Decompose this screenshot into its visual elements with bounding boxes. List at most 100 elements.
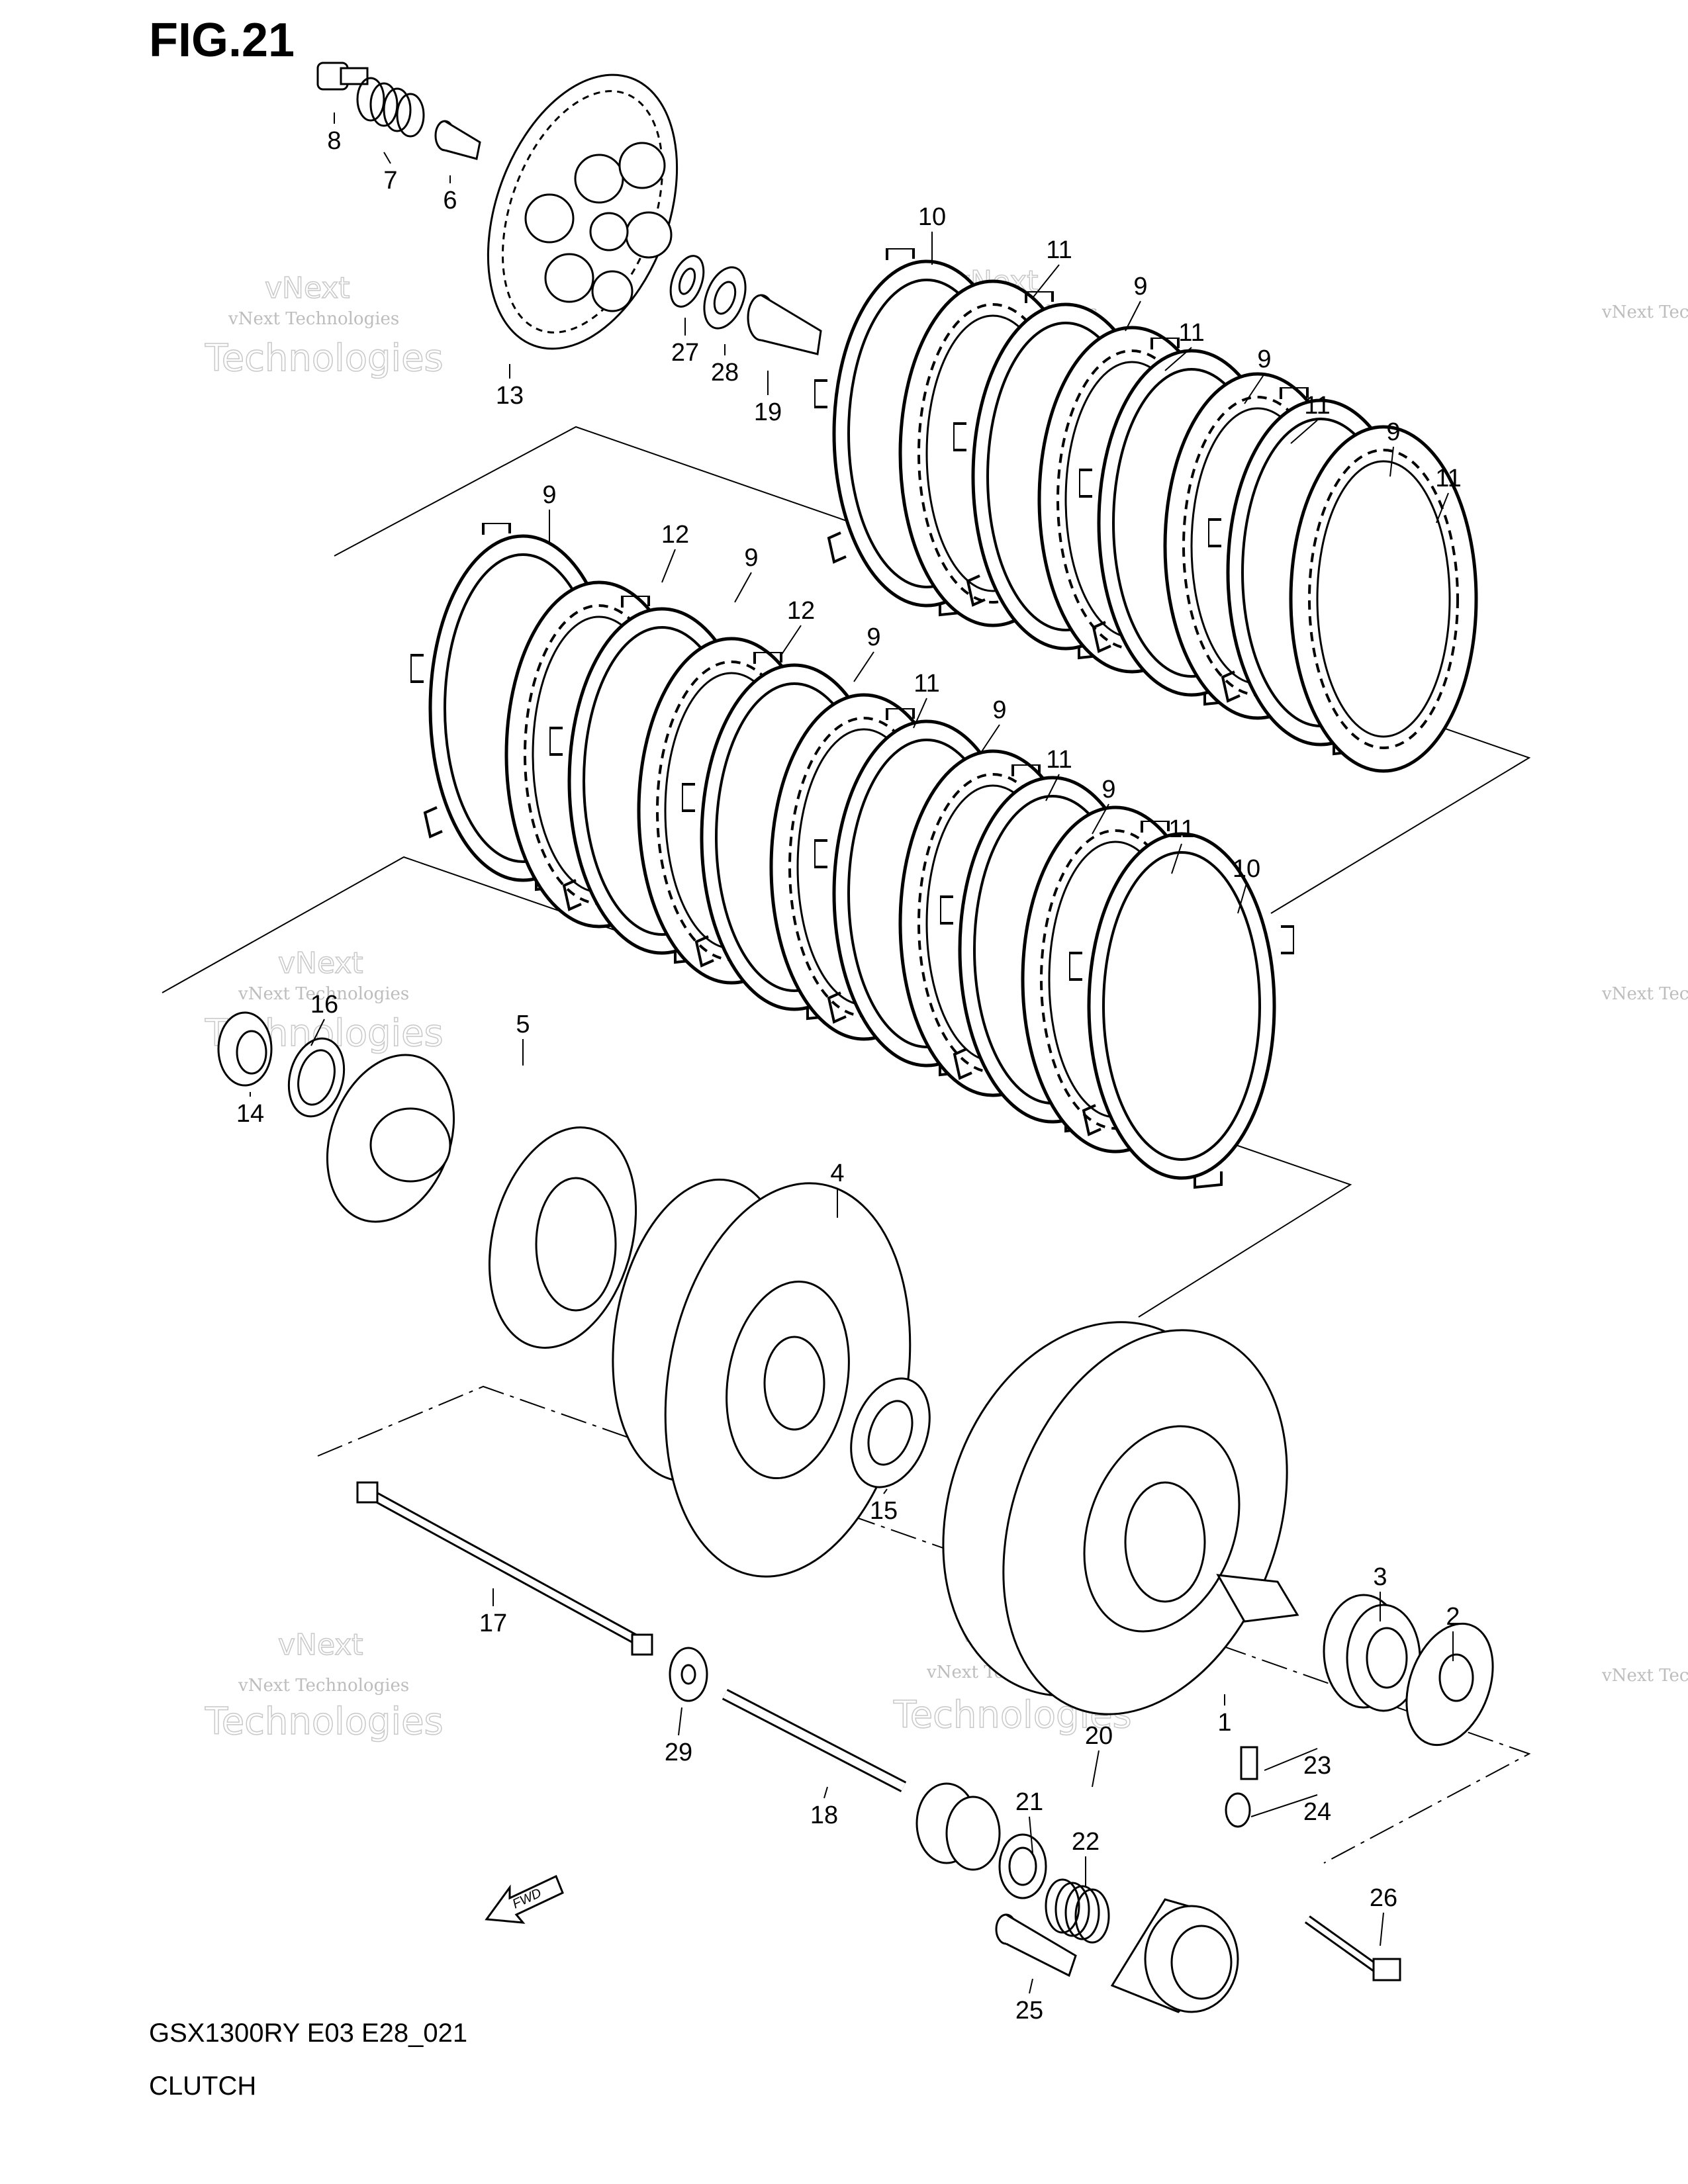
leader-line-21 <box>1029 1816 1033 1854</box>
callout-4: 4 <box>830 1160 844 1187</box>
cap-29 <box>669 1647 708 1702</box>
watermark-1: vNext Technologies Technologies vNext <box>204 271 444 381</box>
leader-line-9 <box>979 724 1000 755</box>
watermark-5: vNext Technologies Technologies vNext <box>204 1627 444 1744</box>
callout-11: 11 <box>914 670 939 698</box>
washer-15 <box>850 1377 931 1488</box>
leader-line-11 <box>1171 843 1182 874</box>
callout-1: 1 <box>1217 1709 1231 1737</box>
callout-11: 11 <box>1046 236 1072 264</box>
callout-22: 22 <box>1072 1828 1100 1856</box>
watermark-edge-right: vNext Technologies vNext Technologies vN… <box>1601 302 1688 1686</box>
cam-hub-5b <box>488 1126 637 1349</box>
svg-text:vNext Technologies: vNext Technologies <box>1601 1666 1688 1686</box>
pressure-plate <box>487 73 679 350</box>
figure-title: FIG.21 <box>149 14 295 67</box>
callout-3: 3 <box>1373 1563 1387 1591</box>
callout-16: 16 <box>310 991 338 1019</box>
svg-text:vNext Technologies: vNext Technologies <box>238 984 409 1004</box>
leader-line-11 <box>1436 492 1449 523</box>
leader-line-16 <box>310 1019 325 1046</box>
needle-bearing-3 <box>1323 1594 1421 1712</box>
leader-line-11 <box>1290 420 1318 444</box>
clutch-hub-4 <box>612 1178 912 1578</box>
leader-line-11 <box>1032 264 1060 298</box>
callout-19: 19 <box>754 398 782 426</box>
callout-12: 12 <box>787 597 815 625</box>
seal-14 <box>217 1011 273 1087</box>
callout-24: 24 <box>1303 1798 1331 1826</box>
svg-text:vNext Technologies: vNext Technologies <box>238 1676 409 1696</box>
spring-22 <box>1045 1878 1110 1944</box>
leader-line-11 <box>1045 774 1060 801</box>
callout-8: 8 <box>327 127 341 155</box>
pin-25 <box>995 1913 1077 1978</box>
svg-text:vNext: vNext <box>278 946 363 980</box>
diagram-code: GSX1300RY E03 E28_021 <box>149 2019 468 2048</box>
svg-text:vNext Technologies: vNext Technologies <box>1601 984 1688 1004</box>
leader-line-12 <box>780 625 802 656</box>
callout-11: 11 <box>1178 319 1204 347</box>
leader-line-9 <box>853 651 874 682</box>
svg-text:vNext: vNext <box>278 1628 363 1662</box>
leader-line-9 <box>734 572 752 603</box>
leader-line-9 <box>1092 803 1109 835</box>
bolt-8 <box>316 62 369 91</box>
leader-line-11 <box>913 698 927 729</box>
leader-line-26 <box>1380 1912 1384 1946</box>
washer-16 <box>287 1037 346 1118</box>
leader-line-25 <box>1029 1978 1033 1994</box>
callout-27: 27 <box>671 339 699 367</box>
callout-17: 17 <box>479 1610 507 1637</box>
callout-23: 23 <box>1303 1752 1331 1780</box>
washer-2 <box>1405 1622 1494 1747</box>
washer-27 <box>669 255 705 308</box>
leader-line-18 <box>823 1786 828 1799</box>
push-rod-17 <box>356 1481 653 1656</box>
clutch-housing-1 <box>942 1321 1299 1715</box>
leader-line-15 <box>883 1488 888 1494</box>
callout-9: 9 <box>1257 345 1271 373</box>
callout-7: 7 <box>383 167 397 195</box>
leader-line-11 <box>1164 347 1192 371</box>
cam-plate-5a <box>326 1054 455 1223</box>
push-piece-19 <box>747 294 822 355</box>
callout-9: 9 <box>1102 776 1115 803</box>
bolt-26 <box>1304 1915 1401 1981</box>
callout-11: 11 <box>1435 465 1461 492</box>
callout-14: 14 <box>236 1100 264 1128</box>
callout-10: 10 <box>1233 855 1260 883</box>
callout-9: 9 <box>1386 418 1400 446</box>
release-cylinder-20 <box>1110 1898 1239 2013</box>
callout-9: 9 <box>542 481 556 509</box>
leader-line-12 <box>661 549 676 583</box>
leader-line-10 <box>1237 883 1247 914</box>
leader-line-9 <box>1389 446 1394 477</box>
callout-11: 11 <box>1046 746 1072 774</box>
bleeder-23 <box>1240 1746 1258 1780</box>
callout-13: 13 <box>496 382 524 410</box>
seal-21b <box>998 1833 1047 1899</box>
callout-25: 25 <box>1015 1997 1043 2025</box>
rod-18 <box>722 1689 907 1792</box>
cap-24 <box>1225 1792 1251 1828</box>
callout-9: 9 <box>992 696 1006 724</box>
fwd-arrow: FWD <box>485 1874 564 1924</box>
diagram-name: CLUTCH <box>149 2071 257 2101</box>
callout-18: 18 <box>810 1801 838 1829</box>
callout-9: 9 <box>744 544 758 572</box>
callout-28: 28 <box>711 359 739 387</box>
pin-6 <box>434 120 481 160</box>
callout-2: 2 <box>1446 1603 1460 1631</box>
leader-line-7 <box>383 152 391 164</box>
leader-line-24 <box>1250 1794 1318 1817</box>
callout-9: 9 <box>1133 273 1147 300</box>
callout-9: 9 <box>867 623 880 651</box>
callout-15: 15 <box>870 1497 898 1525</box>
callout-6: 6 <box>443 187 457 214</box>
callout-29: 29 <box>665 1739 692 1766</box>
leader-line-23 <box>1264 1748 1318 1771</box>
spring-7 <box>356 77 425 138</box>
callout-labels: 8761327281910119119119119129129119119111… <box>236 113 1462 2025</box>
callout-26: 26 <box>1370 1884 1397 1912</box>
